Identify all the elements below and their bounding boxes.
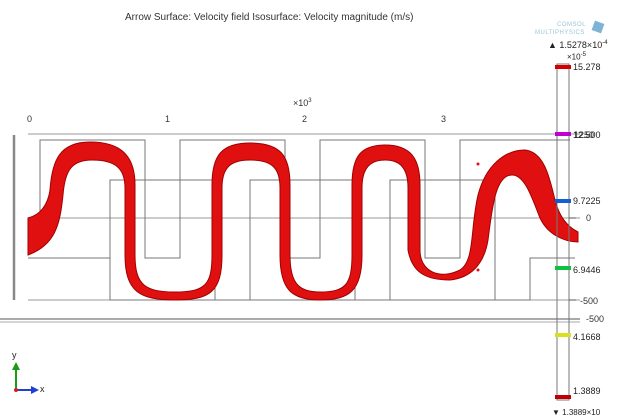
x-tick-1: 1 — [165, 114, 171, 124]
triad-y-arrowhead — [12, 362, 20, 370]
colorbar-marker — [555, 132, 571, 136]
x-tick-3: 3 — [441, 114, 447, 124]
comsol-logo: COMSOL MULTIPHYSICS — [535, 20, 605, 44]
x-tick-2: 2 — [302, 114, 308, 124]
triad-x-arrowhead — [31, 386, 39, 394]
colorbar-label-4: 6.9446 — [573, 265, 601, 275]
colorbar-min-label: ▼ 1.3889×10 — [552, 408, 601, 417]
colorbar-max-label: ▲ 1.5278×10-4 — [548, 40, 608, 50]
triad-x-label: x — [40, 384, 45, 394]
colorbar-marker — [555, 199, 571, 203]
fluid-droplet — [476, 162, 480, 166]
plot-title: Arrow Surface: Velocity field Isosurface… — [125, 12, 414, 23]
logo-text-top: COMSOL — [557, 22, 587, 28]
fluid-droplet — [476, 268, 480, 272]
x-tick-0: 0 — [27, 114, 33, 124]
colorbar-label-3: 9.7225 — [573, 196, 601, 206]
x-axis-exponent: ×103 — [293, 98, 312, 108]
colorbar-marker — [555, 395, 571, 399]
channel-inner-bends — [109, 179, 496, 300]
colorbar-frame — [556, 63, 570, 401]
colorbar-label-2: 12.500 — [573, 130, 601, 140]
y-tick-1250: 1250 — [574, 130, 595, 140]
logo-text-bottom: MULTIPHYSICS — [535, 30, 585, 36]
colorbar-marker — [555, 266, 571, 270]
fluid-isosurface — [27, 141, 579, 301]
colorbar-marker — [555, 333, 571, 337]
colorbar-label-6: 1.3889 — [573, 386, 601, 396]
colorbar-label-5: 4.1668 — [573, 332, 601, 342]
triad-origin — [14, 388, 18, 392]
y-tick-minus500-lower: -500 — [586, 314, 605, 324]
colorbar-markers — [555, 65, 571, 399]
colorbar-exponent: ×10-5 — [567, 52, 586, 62]
triad-y-label: y — [12, 350, 17, 360]
y-tick-minus500: -500 — [580, 296, 599, 306]
colorbar-marker — [555, 65, 571, 69]
y-tick-0: 0 — [586, 213, 592, 223]
colorbar-label-1: 15.278 — [573, 62, 601, 72]
